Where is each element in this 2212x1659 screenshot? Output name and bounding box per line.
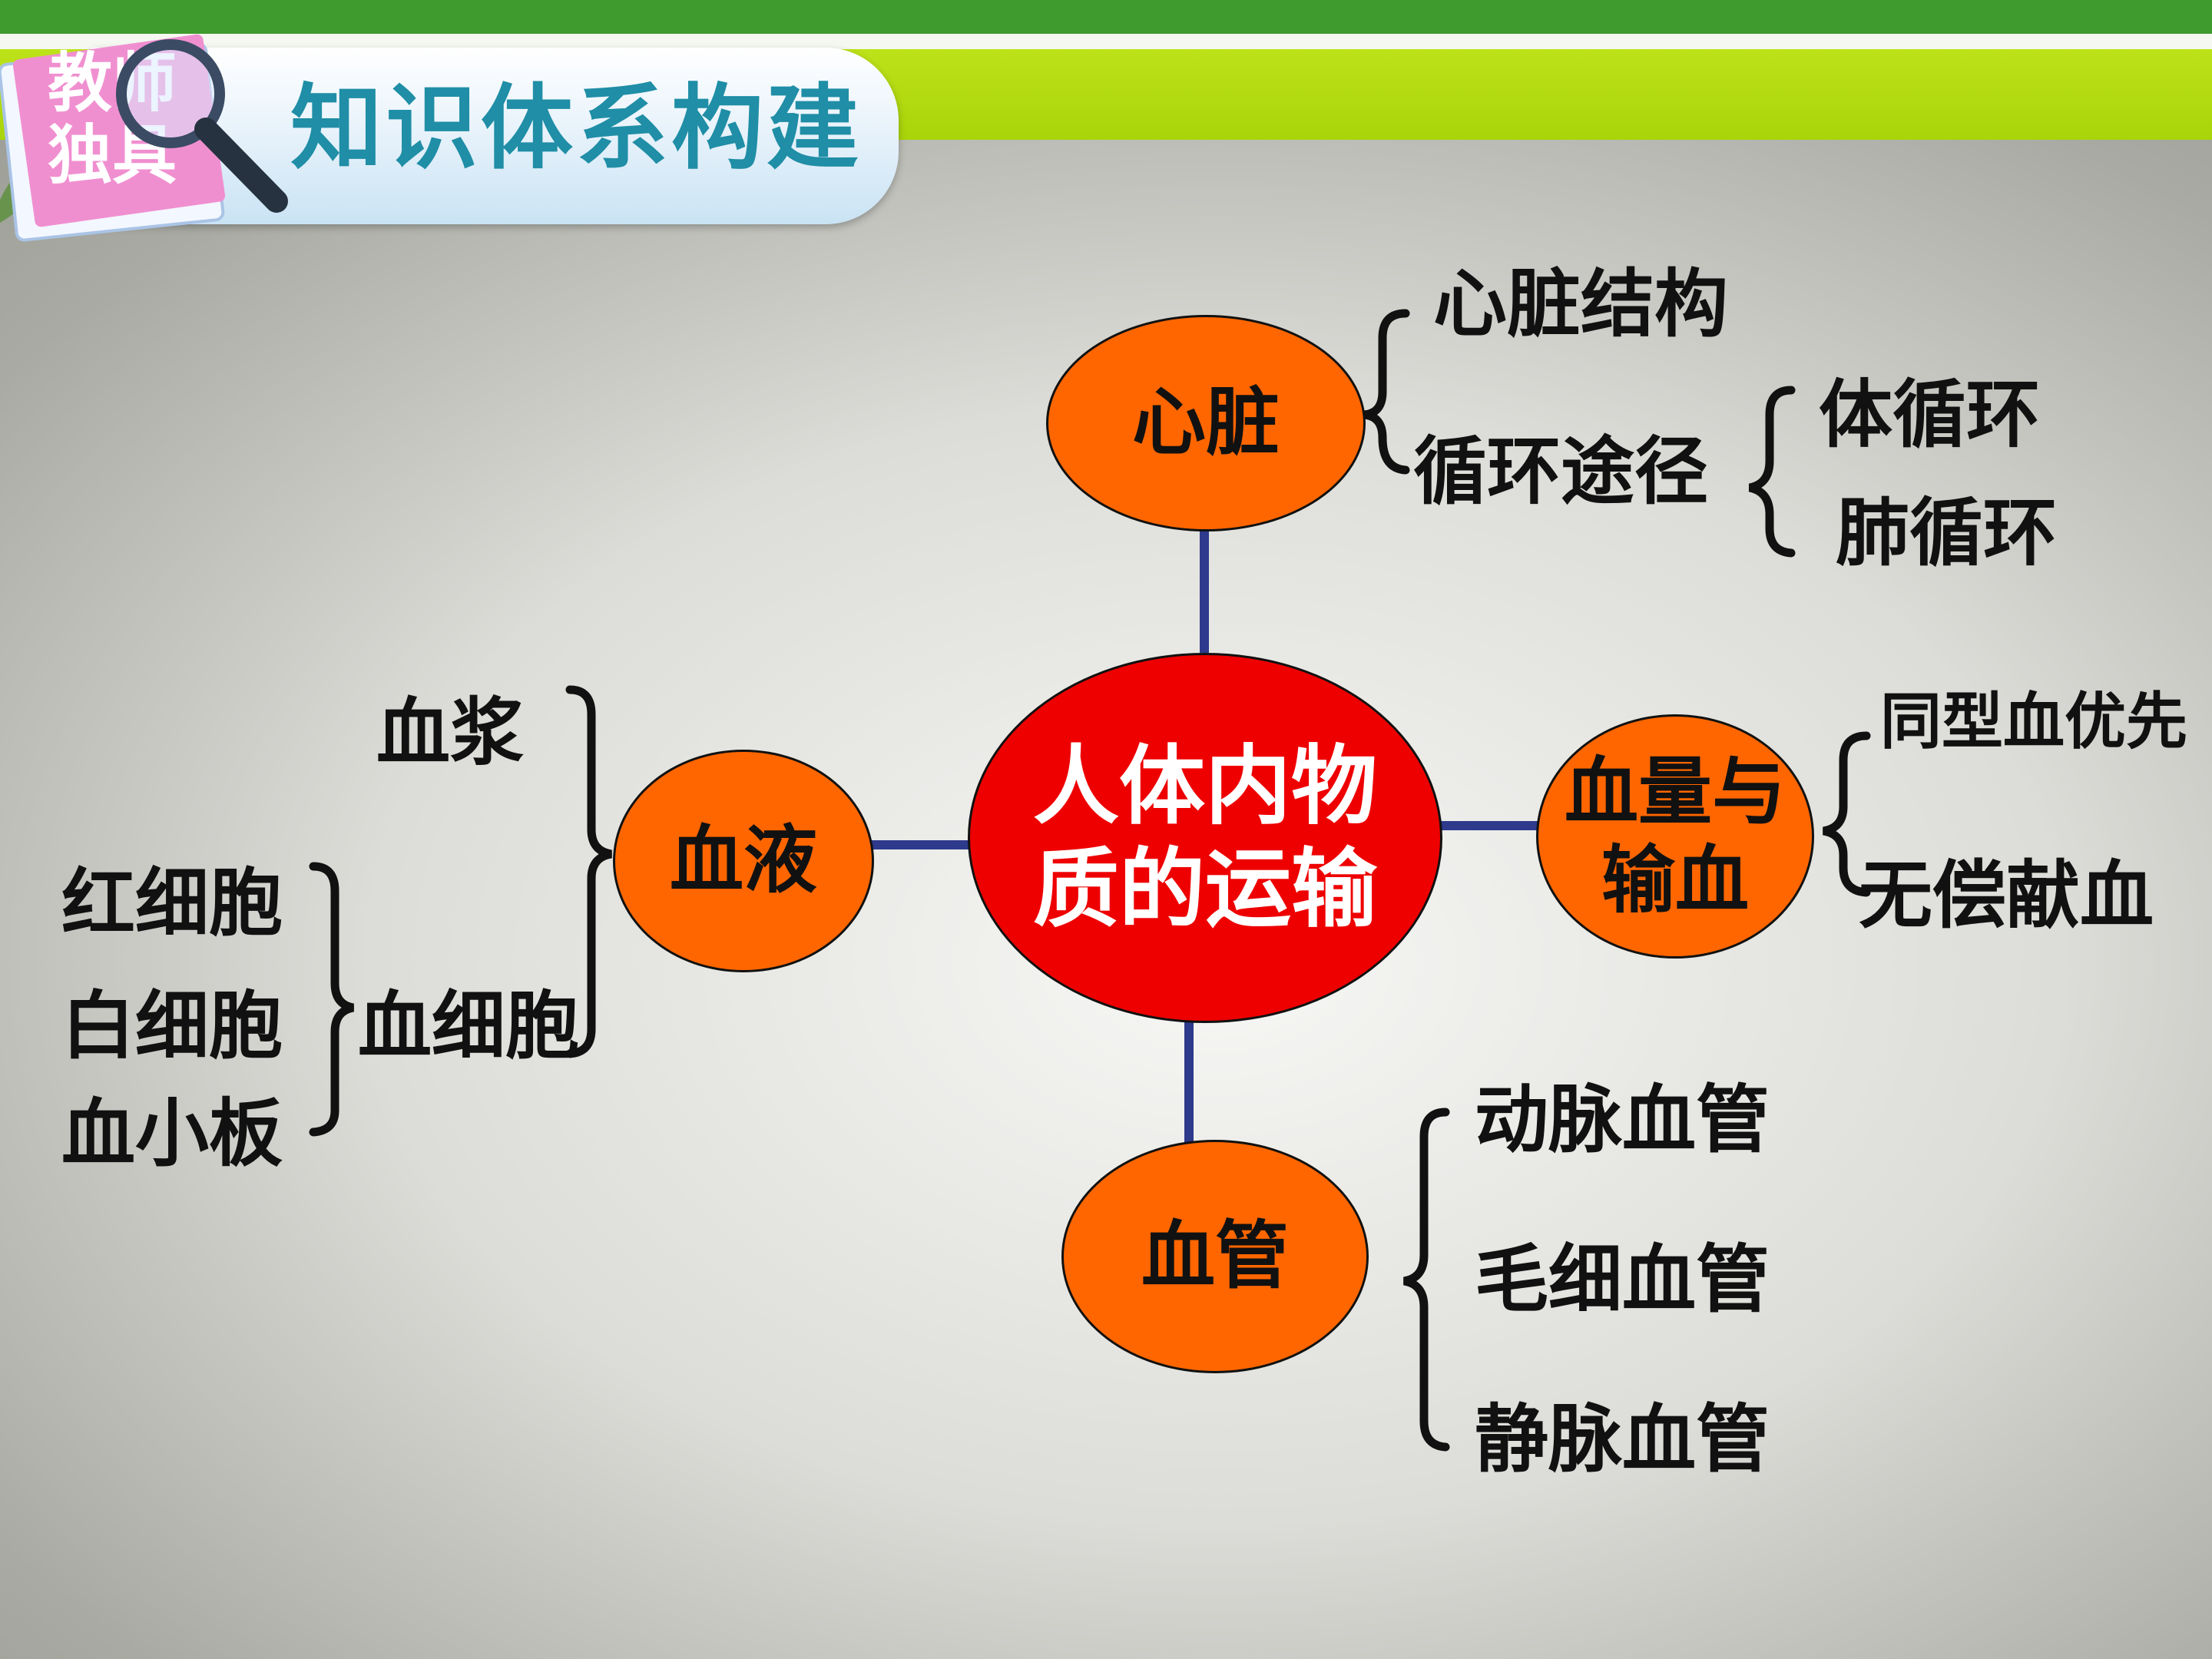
label-systemic-circulation: 体循环 bbox=[1819, 372, 2040, 458]
brace-heart bbox=[1363, 309, 1410, 475]
page-title: 知识体系构建 bbox=[290, 75, 862, 182]
label-white-cells: 白细胞 bbox=[61, 983, 283, 1069]
volume-node: 血量与 输血 bbox=[1536, 714, 1814, 959]
label-pulmonary-circulation: 肺循环 bbox=[1836, 490, 2057, 576]
center-node: 人体内物 质的运输 bbox=[968, 653, 1442, 1023]
vessels-node: 血管 bbox=[1061, 1140, 1369, 1373]
header-green-stripe bbox=[0, 0, 2212, 34]
label-platelets: 血小板 bbox=[61, 1091, 283, 1177]
brace-circulation bbox=[1748, 386, 1796, 558]
label-heart-structure: 心脏结构 bbox=[1433, 261, 1728, 347]
label-circulation-pathway: 循环途径 bbox=[1413, 429, 1708, 515]
teacher-badge: 教师 独具 bbox=[0, 23, 307, 269]
brace-volume bbox=[1822, 731, 1871, 897]
label-vein: 静脉血管 bbox=[1475, 1396, 1770, 1482]
label-artery: 动脉血管 bbox=[1475, 1077, 1770, 1163]
label-red-cells: 红细胞 bbox=[61, 860, 283, 946]
brace-blood-cells bbox=[309, 862, 355, 1137]
label-capillary: 毛细血管 bbox=[1475, 1237, 1770, 1323]
label-voluntary-donation: 无偿献血 bbox=[1859, 853, 2154, 939]
magnifier-icon bbox=[116, 39, 288, 213]
label-blood-cells: 血细胞 bbox=[358, 983, 579, 1069]
blood-node: 血液 bbox=[613, 750, 874, 972]
label-plasma: 血浆 bbox=[376, 690, 524, 776]
brace-vessels bbox=[1402, 1108, 1450, 1452]
brace-blood bbox=[565, 685, 613, 1058]
header-white-stripe bbox=[0, 34, 2212, 49]
label-same-type-first: 同型血优先 bbox=[1880, 686, 2187, 757]
heart-node: 心脏 bbox=[1046, 315, 1366, 531]
